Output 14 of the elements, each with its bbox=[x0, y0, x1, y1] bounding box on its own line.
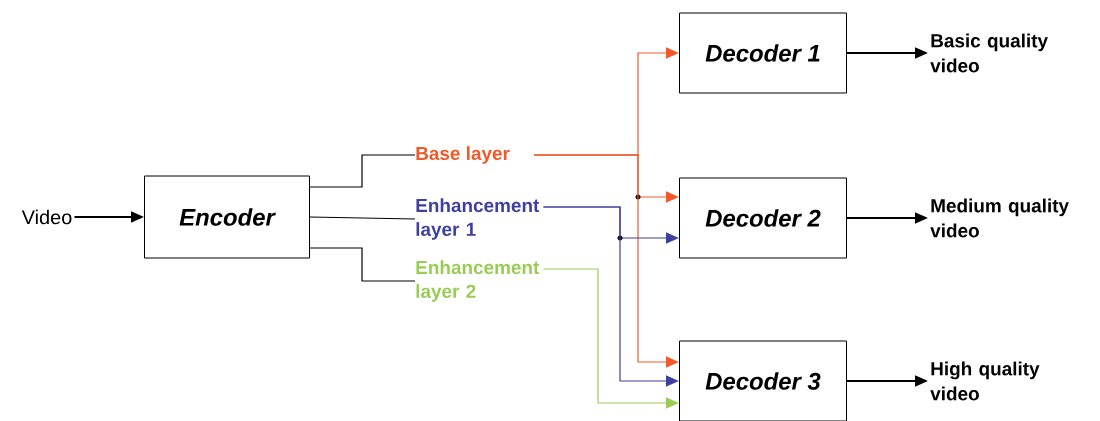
decoder-box: Decoder 3 bbox=[679, 340, 847, 421]
layer-label: Enhancement layer 1 bbox=[416, 198, 540, 240]
connector-arrow bbox=[542, 206, 679, 387]
input-label: Video bbox=[21, 209, 72, 225]
output-label: Basic quality video bbox=[930, 33, 1048, 73]
layer-label: Base layer bbox=[416, 146, 510, 164]
encoder-box: Encoder bbox=[144, 175, 310, 259]
decoder-box: Decoder 2 bbox=[679, 177, 847, 259]
output-label: High quality video bbox=[930, 361, 1040, 401]
connector-arrow bbox=[542, 268, 679, 409]
layer-label: Enhancement layer 2 bbox=[416, 260, 540, 302]
decoder-box: Decoder 1 bbox=[679, 12, 847, 94]
output-label: Medium quality video bbox=[930, 198, 1069, 238]
connector-arrow bbox=[533, 154, 679, 368]
